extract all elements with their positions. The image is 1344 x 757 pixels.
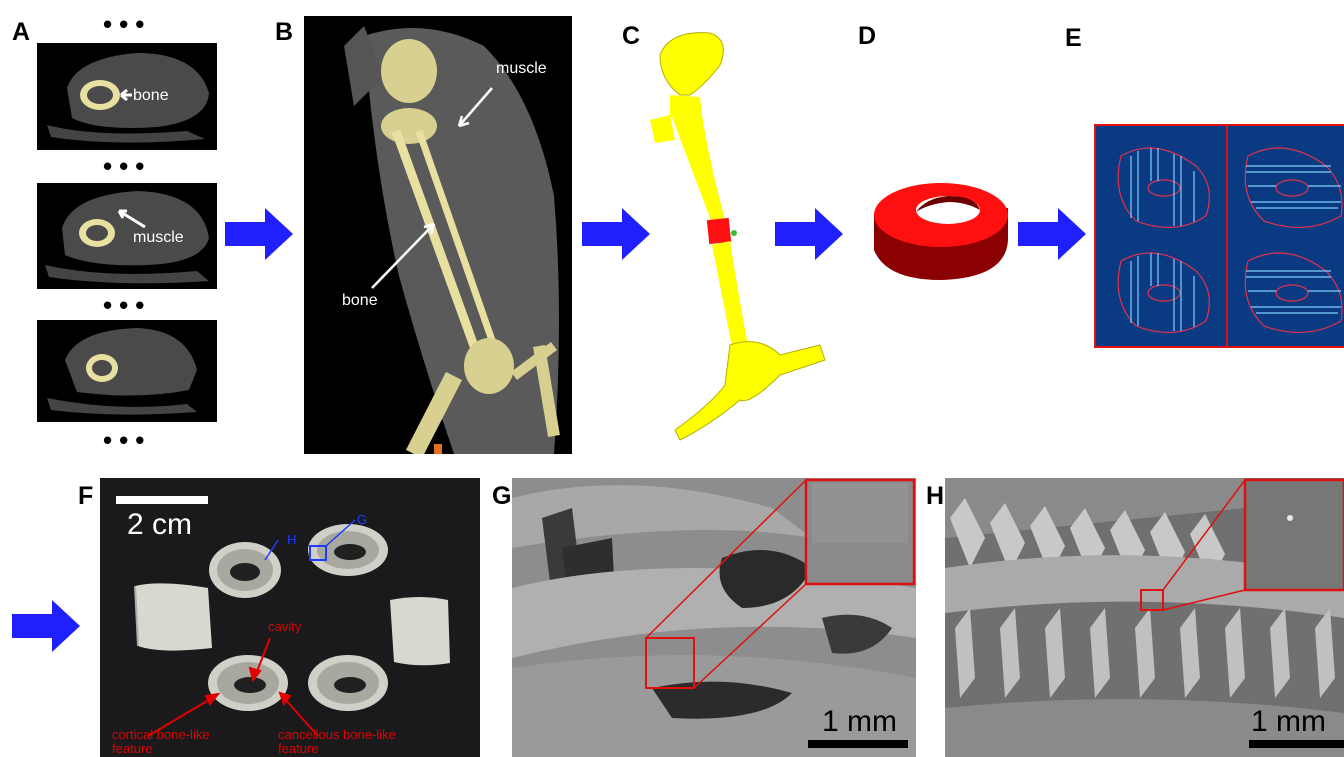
ct-sagittal-section	[304, 16, 572, 454]
scale-bar-label-f: 2 cm	[127, 508, 192, 542]
panel-label-h: H	[926, 482, 944, 511]
panel-label-f: F	[78, 482, 93, 511]
annotation-bone-b: bone	[342, 292, 378, 310]
panel-label-e: E	[1065, 24, 1082, 53]
annotation-muscle-b: muscle	[496, 60, 547, 78]
scale-bar-label-h: 1 mm	[1251, 705, 1326, 739]
arrow-right-icon	[775, 208, 843, 260]
annotation-bone: bone	[133, 87, 169, 105]
annotation-cortical-line2: feature	[112, 742, 152, 756]
panel-label-b: B	[275, 18, 293, 47]
ct-slice-1	[37, 43, 217, 150]
arrow-right-icon	[1018, 208, 1086, 260]
ellipsis-a4: •••	[103, 430, 151, 450]
bone-ring-segment	[866, 180, 1016, 285]
arrow-right-icon	[12, 600, 80, 652]
arrow-right-icon	[225, 208, 293, 260]
annotation-cavity: cavity	[268, 620, 301, 634]
print-path-panel	[1094, 124, 1344, 348]
annotation-cancellous-line1: cancellous bone-like	[278, 728, 396, 742]
ct-slice-3	[37, 320, 217, 422]
marker-h: H	[287, 532, 296, 547]
ellipsis-a1: •••	[103, 14, 151, 34]
annotation-muscle-a: muscle	[133, 229, 184, 247]
ct-slice-2	[37, 183, 217, 289]
annotation-cancellous-line2: feature	[278, 742, 318, 756]
panel-label-d: D	[858, 22, 876, 51]
panel-label-a: A	[12, 18, 30, 47]
ellipsis-a3: •••	[103, 295, 151, 315]
scale-bar-label-g: 1 mm	[822, 705, 897, 739]
ellipsis-a2: •••	[103, 156, 151, 176]
panel-label-g: G	[492, 482, 511, 511]
annotation-cortical-line1: cortical bone-like	[112, 728, 210, 742]
marker-g: G	[357, 512, 367, 527]
